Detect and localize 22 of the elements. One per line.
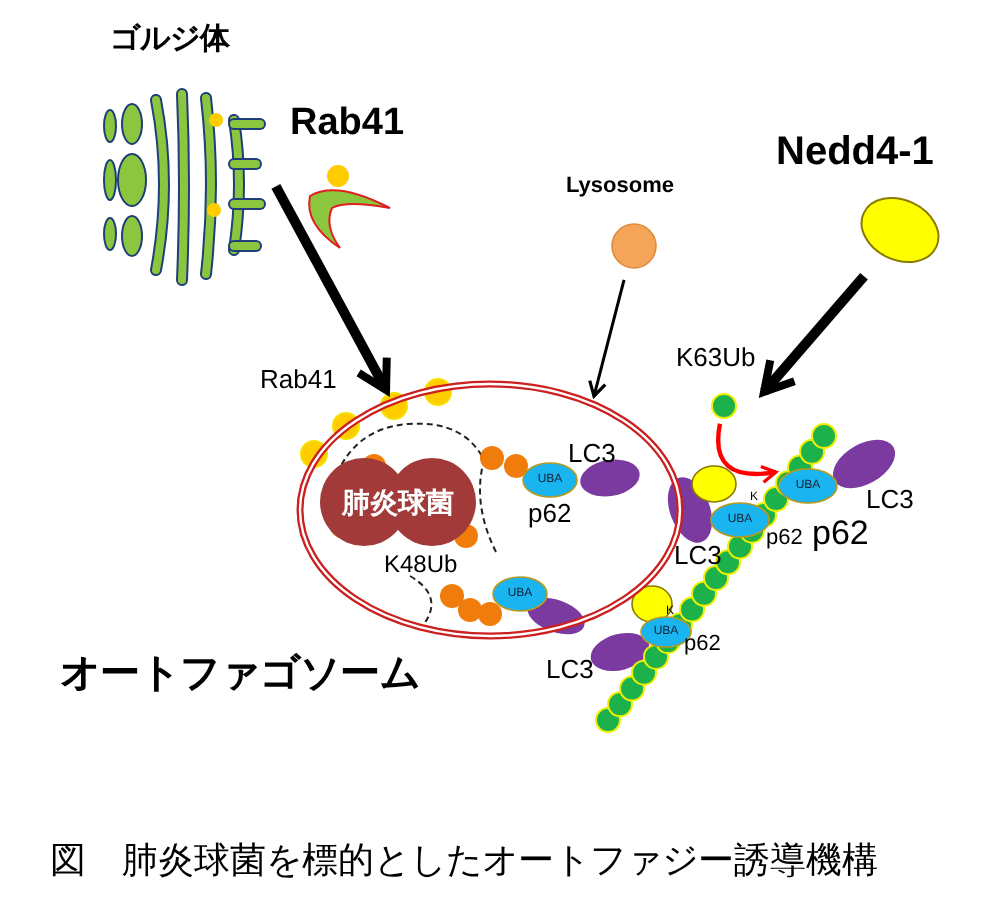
protein-label: p62 [684, 634, 721, 656]
protein-label: LC3 [546, 656, 594, 682]
protein-label: p62 [528, 500, 572, 526]
protein-label: Nedd4-1 [776, 132, 934, 172]
protein-label: p62 [812, 516, 869, 550]
arrow [588, 279, 626, 398]
arrow [271, 183, 391, 394]
figure-caption: 図 肺炎球菌を標的としたオートファジー誘導機構 [50, 842, 878, 878]
organelle-label: オートファゴソーム [60, 654, 420, 694]
arrow [760, 272, 868, 396]
protein-label: LC3 [674, 542, 722, 568]
bacterium-label: 肺炎球菌 [339, 488, 456, 516]
protein-label: LC3 [866, 486, 914, 512]
protein-label: Rab41 [260, 366, 337, 392]
organelle-label: ゴルジ体 [110, 24, 230, 54]
protein-label: K48Ub [384, 552, 458, 576]
ubiquitin-label: K63Ub [676, 344, 756, 370]
organelle-label: Lysosome [566, 176, 675, 198]
protein-label: p62 [766, 528, 803, 550]
protein-label: Rab41 [290, 104, 405, 142]
arrow [716, 423, 778, 484]
protein-label: LC3 [568, 440, 616, 466]
